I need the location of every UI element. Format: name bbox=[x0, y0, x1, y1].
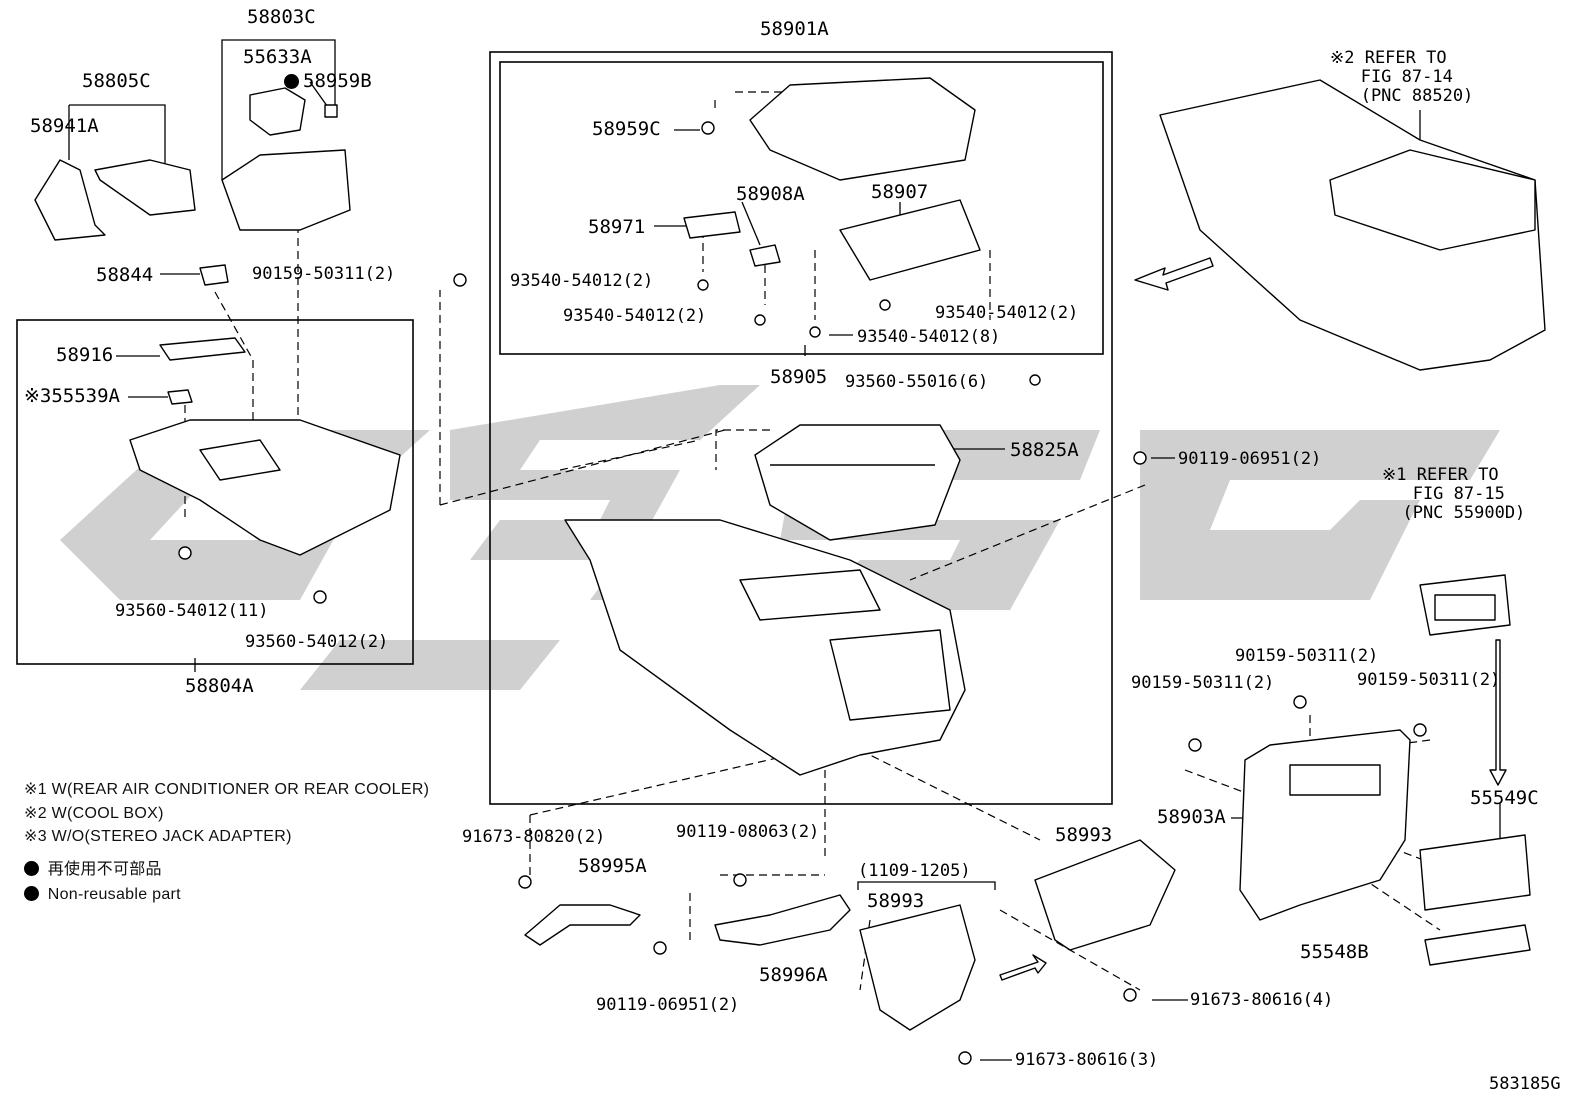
part-58844-sketch bbox=[199, 264, 229, 286]
part-55548B-sketch bbox=[1424, 924, 1531, 966]
label-91673-80820: 91673-80820(2) bbox=[462, 827, 606, 847]
part-58941A-sketch bbox=[34, 159, 106, 241]
label-58803C: 58803C bbox=[247, 6, 316, 28]
part-55539A-sketch bbox=[167, 389, 193, 405]
label-90159-50311-a: 90159-50311(2) bbox=[252, 264, 396, 284]
label-90159-50311-c: 90159-50311(2) bbox=[1235, 646, 1379, 666]
label-58908A: 58908A bbox=[736, 183, 805, 205]
part-armrest-lid-sketch bbox=[749, 77, 976, 181]
part-55549C-sketch bbox=[1419, 834, 1531, 911]
legend-dot-icon bbox=[24, 886, 39, 901]
legend-english: Non-reusable part bbox=[24, 886, 181, 903]
label-93560-54012-11: 93560-54012(11) bbox=[115, 601, 269, 621]
label-58959B: 58959B bbox=[284, 72, 372, 91]
label-93540-54012-2-b: 93540-54012(2) bbox=[563, 306, 707, 326]
label-55539A-text: 55539A bbox=[51, 385, 120, 407]
label-58905: 58905 bbox=[770, 366, 828, 388]
part-55633A-sketch bbox=[249, 87, 306, 136]
label-58916: 58916 bbox=[56, 344, 114, 366]
legend-dot-icon bbox=[24, 861, 39, 876]
label-58844: 58844 bbox=[96, 264, 154, 286]
label-55539A: ※355539A bbox=[24, 387, 120, 406]
label-55549C: 55549C bbox=[1470, 787, 1539, 809]
label-90119-08063: 90119-08063(2) bbox=[676, 822, 820, 842]
label-90159-50311-b: 90159-50311(2) bbox=[1131, 673, 1275, 693]
label-91673-80616-3: 91673-80616(3) bbox=[1015, 1050, 1159, 1070]
label-58959B-text: 58959B bbox=[303, 70, 372, 92]
legend-japanese: 再使用不可部品 bbox=[24, 861, 162, 878]
part-58805C-sketch bbox=[94, 159, 196, 216]
label-58995A: 58995A bbox=[578, 855, 647, 877]
part-58995A-sketch bbox=[524, 904, 641, 946]
part-58996A-sketch bbox=[714, 894, 851, 946]
part-58803C-sketch bbox=[221, 149, 351, 231]
label-58996A: 58996A bbox=[759, 964, 828, 986]
label-55539A-mark: ※3 bbox=[24, 385, 52, 407]
label-90119-06951-b: 90119-06951(2) bbox=[596, 995, 740, 1015]
diagram-code: 583185G bbox=[1489, 1074, 1561, 1094]
label-90159-50311-d: 90159-50311(2) bbox=[1357, 670, 1501, 690]
label-58941A: 58941A bbox=[30, 115, 99, 137]
label-58993-b: 58993 bbox=[1055, 824, 1113, 846]
note-2: ※2 W(COOL BOX) bbox=[24, 805, 164, 822]
part-58916-sketch bbox=[159, 337, 246, 361]
label-93560-55016: 93560-55016(6) bbox=[845, 372, 989, 392]
legend-jp-text: 再使用不可部品 bbox=[47, 861, 162, 878]
note-3: ※3 W/O(STEREO JACK ADAPTER) bbox=[24, 828, 292, 845]
label-93540-54012-2-a: 93540-54012(2) bbox=[510, 271, 654, 291]
label-93560-54012-2: 93560-54012(2) bbox=[245, 632, 389, 652]
label-55548B: 55548B bbox=[1300, 941, 1369, 963]
label-93540-54012-2-c: 93540-54012(2) bbox=[935, 303, 1079, 323]
label-55633A: 55633A bbox=[243, 46, 312, 68]
label-91673-80616-4: 91673-80616(4) bbox=[1190, 990, 1334, 1010]
label-58804A: 58804A bbox=[185, 675, 254, 697]
part-58971-sketch bbox=[683, 211, 741, 239]
frame-58905 bbox=[499, 61, 1104, 355]
reference-fig-87-14: ※2 REFER TO FIG 87-14 (PNC 88520) bbox=[1330, 48, 1474, 106]
label-58971: 58971 bbox=[588, 216, 646, 238]
frame-58804A bbox=[16, 319, 414, 665]
legend-en-text: Non-reusable part bbox=[47, 886, 181, 903]
part-58907-sketch bbox=[839, 199, 981, 281]
label-58993-a: 58993 bbox=[867, 890, 925, 912]
label-58901A: 58901A bbox=[760, 18, 829, 40]
part-lower-console-sketch bbox=[129, 419, 401, 556]
part-58903A-sketch bbox=[1239, 729, 1411, 921]
label-58805C: 58805C bbox=[82, 70, 151, 92]
note-1: ※1 W(REAR AIR CONDITIONER OR REAR COOLER… bbox=[24, 781, 430, 798]
reference-fig-87-15: ※1 REFER TO FIG 87-15 (PNC 55900D) bbox=[1382, 465, 1526, 523]
frame-58901A bbox=[489, 51, 1113, 805]
part-58908A-sketch bbox=[749, 244, 781, 267]
label-58825A: 58825A bbox=[1010, 439, 1079, 461]
part-upper-console-sketch bbox=[1159, 79, 1546, 371]
label-1109-1205: (1109-1205) bbox=[858, 861, 971, 881]
part-58993-a-sketch bbox=[859, 904, 976, 1031]
label-58903A: 58903A bbox=[1157, 806, 1226, 828]
non-reusable-mark bbox=[284, 74, 299, 89]
label-58907: 58907 bbox=[871, 181, 929, 203]
part-58825A-sketch bbox=[754, 424, 961, 541]
part-58993-b-sketch bbox=[1034, 839, 1176, 951]
label-93540-54012-8: 93540-54012(8) bbox=[857, 327, 1001, 347]
label-90119-06951-a: 90119-06951(2) bbox=[1178, 449, 1322, 469]
label-58959C: 58959C bbox=[592, 118, 661, 140]
